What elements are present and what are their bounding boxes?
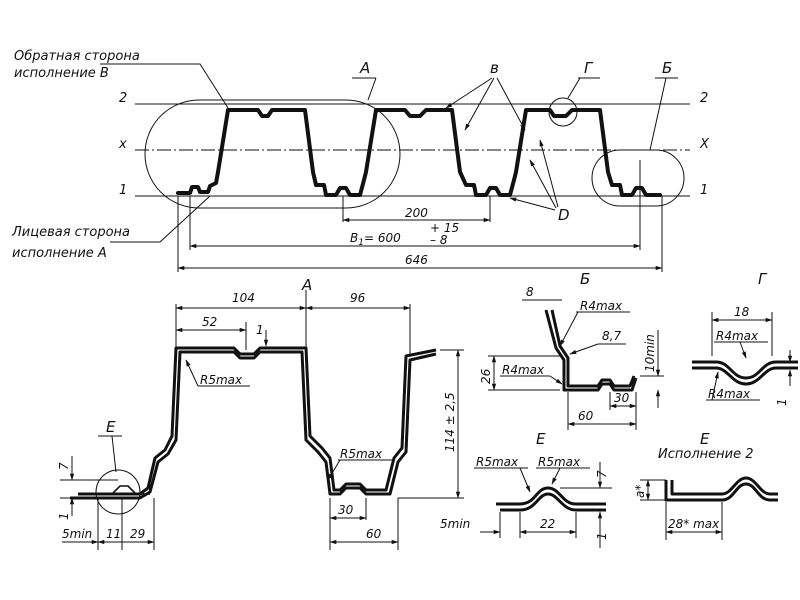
e-dim-22: 22 <box>540 517 555 531</box>
label-x-right: X <box>699 137 710 152</box>
detail-b-title: Б <box>580 270 590 288</box>
detail-g-view: Г 18 R4max R4max 1 <box>692 270 798 406</box>
dim-5min: 5min <box>62 527 92 541</box>
label-face-side: Лицевая сторона <box>11 225 130 240</box>
main-profile-view: 200 B1= 600 + 15 – 8 646 2 x 1 2 X 1 Обр… <box>11 49 710 272</box>
b-dim-60: 60 <box>578 409 594 423</box>
label-line-2-right: 2 <box>700 91 708 106</box>
b-dim-87: 8,7 <box>602 329 621 343</box>
dim-b1-label: B1= 600 <box>350 231 401 248</box>
variant-2-view: E Исполнение 2 a* 28* max <box>633 430 778 540</box>
label-line-2-left: 2 <box>119 91 127 106</box>
b-r4max-2: R4max <box>502 363 545 377</box>
variant-2-title: Исполнение 2 <box>658 447 753 462</box>
region-b-outline <box>591 149 685 207</box>
label-d: D <box>558 206 570 224</box>
label-x-left: x <box>118 137 127 152</box>
variant-2-28: 28* max <box>668 517 720 531</box>
dim-1-edge: 1 <box>57 512 71 520</box>
detail-e-title: E <box>536 430 546 448</box>
label-c-top: в <box>490 59 499 77</box>
label-g-top: Г <box>584 59 594 77</box>
detail-e-profile <box>496 486 606 512</box>
region-a-outline <box>144 99 401 209</box>
b-dim-8: 8 <box>526 285 534 299</box>
label-face-side-variant: исполнение А <box>12 246 107 261</box>
label-line-1-left: 1 <box>119 183 127 198</box>
e-dim-7: 7 <box>595 470 609 478</box>
variant-2-e: E <box>700 430 710 448</box>
label-back-side: Обратная сторона <box>14 49 140 64</box>
label-b-top: Б <box>662 59 672 77</box>
dim-114: 114 ± 2,5 <box>443 392 457 452</box>
label-line-1-right: 1 <box>700 183 708 198</box>
detail-a-title: A <box>301 276 312 294</box>
r5max-b: R5max <box>340 447 383 461</box>
variant-2-profile <box>664 476 778 502</box>
label-e-main: E <box>106 418 116 436</box>
dim-104: 104 <box>232 291 255 305</box>
dim-30: 30 <box>338 503 354 517</box>
variant-2-a: a* <box>633 485 647 498</box>
detail-a-view: A 104 96 52 1 R5max R5max 114 ± 2,5 <box>57 276 464 550</box>
g-r4max-b: R4max <box>708 387 751 401</box>
b-dim-10min: 10min <box>643 334 657 372</box>
dim-b1-tol-dn: – 8 <box>430 233 448 247</box>
label-back-side-variant: исполнение В <box>14 66 109 81</box>
detail-g-title: Г <box>758 270 768 288</box>
dim-200: 200 <box>405 206 428 220</box>
r5max-a: R5max <box>200 373 243 387</box>
dim-646: 646 <box>405 253 428 267</box>
detail-e-view: E R5max R5max 7 1 5min 22 <box>440 430 612 548</box>
dim-b1-tol-up: + 15 <box>430 221 459 235</box>
b-dim-30: 30 <box>614 391 630 405</box>
detail-g-profile <box>692 360 798 386</box>
region-e-circle <box>95 469 141 515</box>
dim-11: 11 <box>106 527 121 541</box>
dim-1-thick: 1 <box>256 323 264 337</box>
g-dim-18: 18 <box>734 305 750 319</box>
dim-29: 29 <box>130 527 145 541</box>
b-r4max: R4max <box>580 299 623 313</box>
detail-b-view: Б 8 R4max 8,7 26 R4max 10min 30 60 <box>479 270 664 430</box>
e-r5max-a: R5max <box>476 455 519 469</box>
detail-b-profile <box>544 309 638 392</box>
dim-52: 52 <box>202 315 217 329</box>
dim-96: 96 <box>350 291 366 305</box>
e-dim-5min: 5min <box>440 517 470 531</box>
e-dim-1: 1 <box>595 532 609 540</box>
g-r4max-a: R4max <box>716 329 759 343</box>
dim-60: 60 <box>366 527 382 541</box>
profile-outline <box>176 108 662 197</box>
g-dim-1: 1 <box>775 398 789 406</box>
b-dim-26: 26 <box>479 368 493 384</box>
region-g-circle <box>548 97 578 127</box>
dim-7: 7 <box>57 462 71 470</box>
e-r5max-b: R5max <box>538 455 581 469</box>
label-a-top: A <box>359 59 370 77</box>
detail-a-profile <box>70 346 437 500</box>
